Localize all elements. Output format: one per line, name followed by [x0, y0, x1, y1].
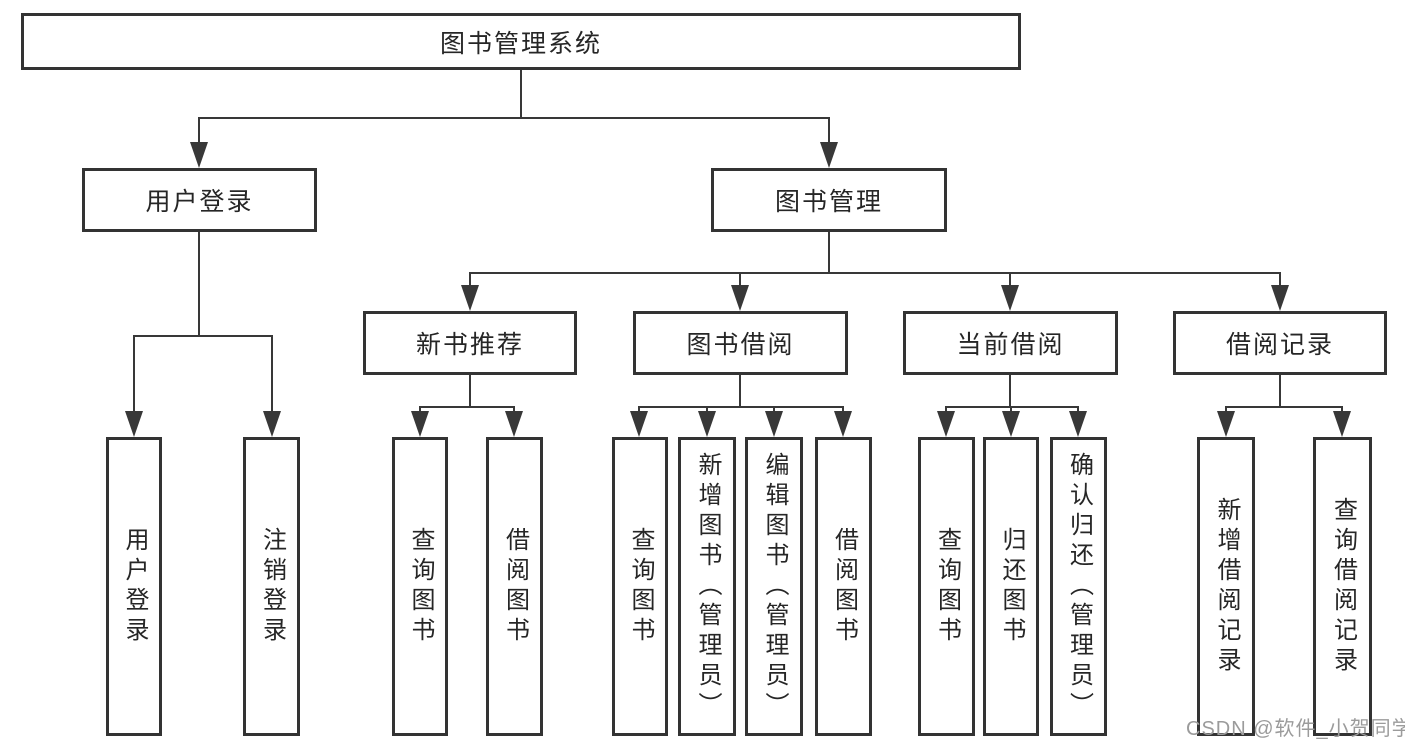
leaf-logout: 注销登录	[243, 437, 300, 736]
leaf-current-query-books: 查询图书	[918, 437, 975, 736]
leaf-borrow-edit-books-admin: 编辑图书（管理员）	[745, 437, 803, 736]
leaf-borrow-borrow-books: 借阅图书	[815, 437, 872, 736]
leaf-current-return-books: 归还图书	[983, 437, 1039, 736]
leaf-records-query-record: 查询借阅记录	[1313, 437, 1372, 736]
leaf-current-confirm-return-admin: 确认归还（管理员）	[1050, 437, 1107, 736]
node-book-borrow: 图书借阅	[633, 311, 848, 375]
arrowhead-icons	[125, 142, 1351, 437]
leaf-newbook-query-books: 查询图书	[392, 437, 448, 736]
leaf-borrow-query-books: 查询图书	[612, 437, 668, 736]
node-current-borrow: 当前借阅	[903, 311, 1118, 375]
leaf-borrow-add-books-admin: 新增图书（管理员）	[678, 437, 736, 736]
node-new-book-recommend: 新书推荐	[363, 311, 577, 375]
node-book-management: 图书管理	[711, 168, 947, 232]
watermark: CSDN @软件_小贺同学	[1186, 718, 1405, 740]
node-user-login: 用户登录	[82, 168, 317, 232]
leaf-records-add-record: 新增借阅记录	[1197, 437, 1255, 736]
node-borrow-records: 借阅记录	[1173, 311, 1387, 375]
root-node: 图书管理系统	[21, 13, 1021, 70]
leaf-newbook-borrow-books: 借阅图书	[486, 437, 543, 736]
leaf-user-login: 用户登录	[106, 437, 162, 736]
